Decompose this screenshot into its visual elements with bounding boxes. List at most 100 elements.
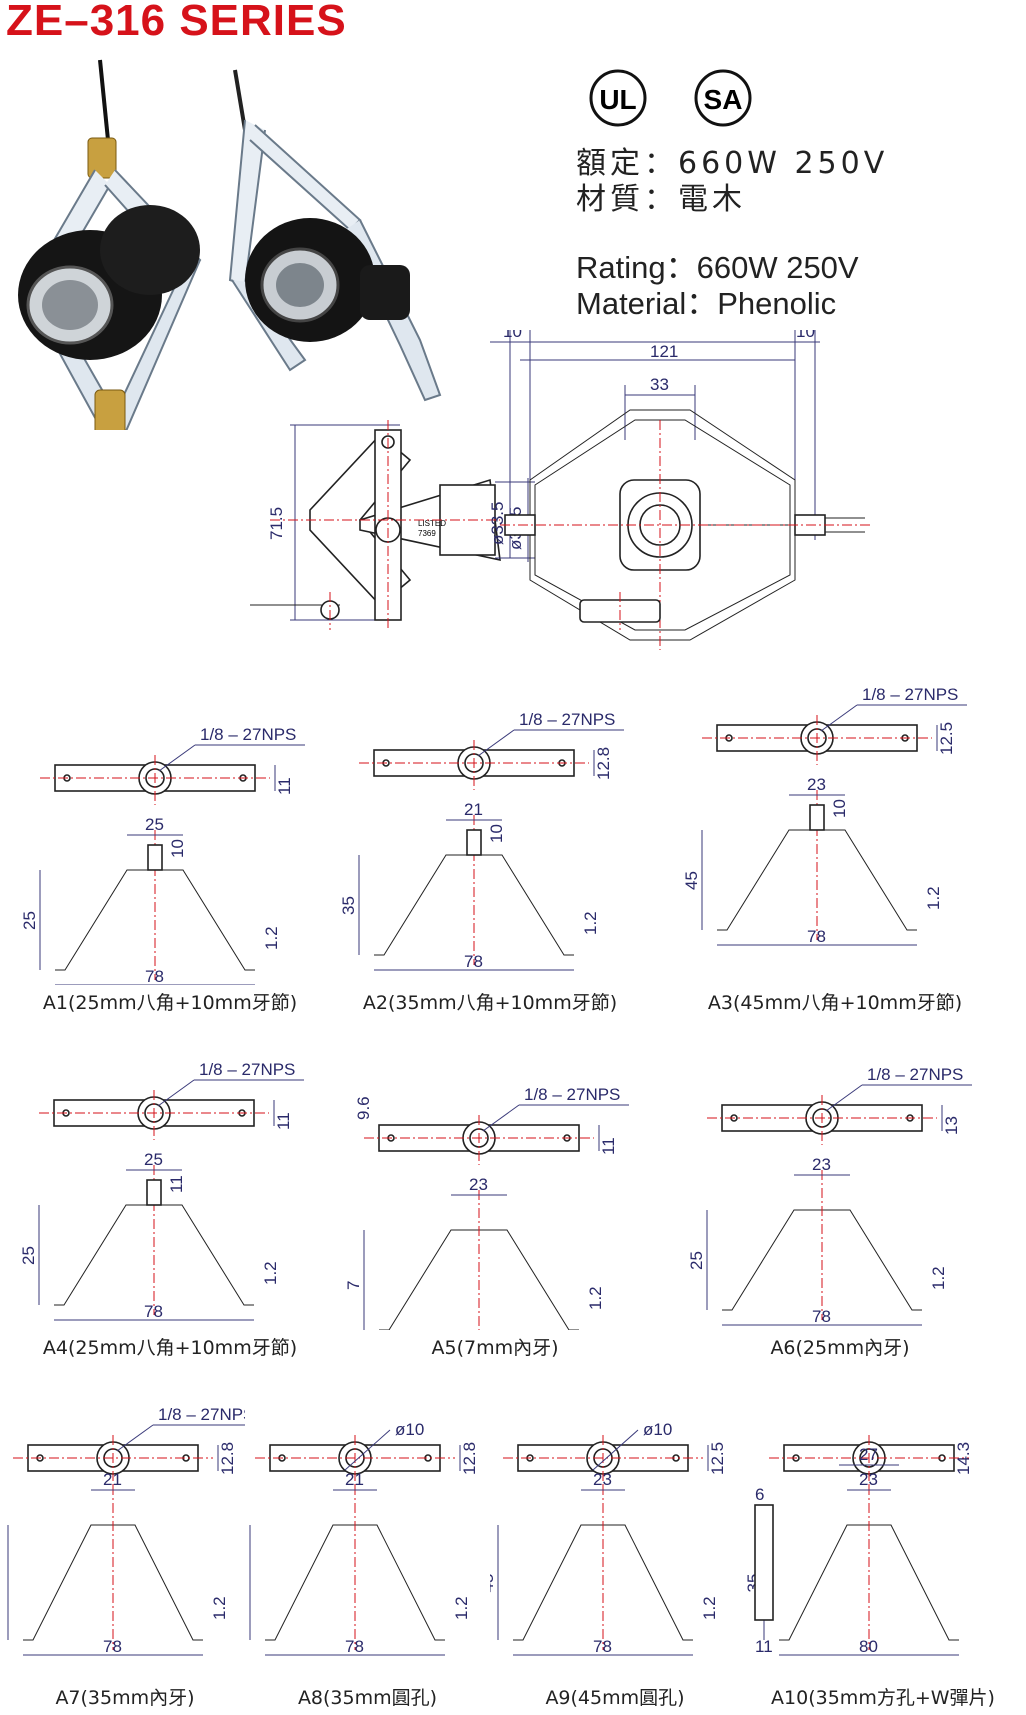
dim-height-a7: 35: [5, 1574, 7, 1593]
dim-nipple-a1: 10: [168, 839, 187, 858]
thread-label-a6: 1/8 – 27NPS: [867, 1065, 963, 1084]
series-title: ZE–316 SERIES: [6, 0, 347, 45]
dim-thick-a7: 1.2: [210, 1596, 229, 1620]
hole-label-a8: ø10: [395, 1420, 424, 1439]
dim-thick-a3: 1.2: [924, 886, 943, 910]
thread-label-a5: 1/8 – 27NPS: [524, 1085, 620, 1104]
dim-height-a4: 25: [19, 1246, 38, 1265]
dim-height-a9: 45: [490, 1574, 497, 1593]
dim-top-a6: 23: [812, 1155, 831, 1174]
socket-photo-left: [18, 59, 202, 430]
thread-label-a7: 1/8 – 27NPS: [158, 1405, 245, 1424]
dim-plate-a2: 12.8: [594, 747, 613, 780]
caption-a3: A3(45mm八角+10mm牙節): [707, 992, 963, 1014]
caption-a7: A7(35mm內牙): [55, 1687, 195, 1709]
dim-thick-a8: 1.2: [452, 1596, 471, 1620]
svg-text:10: 10: [796, 330, 815, 341]
dim-spring-a10: 14.3: [954, 1442, 973, 1475]
svg-text:7369: 7369: [418, 529, 436, 538]
dim-plate-a9: 12.5: [708, 1442, 727, 1475]
thread-label-a2: 1/8 – 27NPS: [519, 710, 615, 729]
caption-a5: A5(7mm內牙): [431, 1337, 559, 1359]
material-en: Material：Phenolic: [576, 286, 837, 321]
svg-text:33: 33: [650, 375, 669, 394]
dim-height-a8: 35: [245, 1574, 249, 1593]
rating-cn: 額定：660W 250V: [576, 146, 889, 181]
rating-en: Rating：660W 250V: [576, 250, 859, 285]
ul-logo-icon: [589, 69, 647, 127]
caption-a10: A10(35mm方孔+W彈片): [771, 1687, 995, 1709]
dim-plate-a5: 11: [599, 1137, 618, 1155]
dim-top-a4: 25: [144, 1150, 163, 1169]
dim-top2-a10: 27: [859, 1445, 878, 1464]
caption-a1: A1(25mm八角+10mm牙節): [42, 992, 298, 1014]
dim-top-a7: 21: [103, 1470, 122, 1489]
variant-drawing-a5: 11 1/8 – 27NPS 23 80 7 1.2 9.6: [344, 1085, 629, 1346]
dim-thick-a1: 1.2: [262, 926, 281, 950]
dim-side-height: 71.5: [267, 507, 286, 540]
dim-base-a4: 78: [144, 1302, 163, 1321]
caption-a6: A6(25mm內牙): [770, 1337, 910, 1359]
dim-top-a1: 25: [145, 815, 164, 834]
dim-top-a2: 21: [464, 800, 483, 819]
dim-base-a6: 78: [812, 1307, 831, 1326]
caption-a8: A8(35mm圓孔): [297, 1687, 438, 1709]
dim-top-a9: 23: [593, 1470, 612, 1489]
csa-text: SA: [704, 84, 743, 115]
thread-label-a3: 1/8 – 27NPS: [862, 685, 958, 704]
dim-thick-a9: 1.2: [700, 1596, 719, 1620]
dim-side-b-a10: 11: [755, 1637, 773, 1656]
front-view: 10 121 10 33: [490, 330, 870, 650]
dim-plate-a7: 12.8: [218, 1442, 237, 1475]
dim-base-a10: 80: [859, 1637, 878, 1656]
dim-side-w-a10: 6: [755, 1485, 764, 1504]
dim-base-a8: 78: [345, 1637, 364, 1656]
dim-base-a3: 78: [807, 927, 826, 946]
svg-text:121: 121: [650, 342, 678, 361]
dim-plate-a3: 12.5: [937, 722, 956, 755]
dim-plate-a1: 11: [275, 777, 294, 795]
thread-label-a4: 1/8 – 27NPS: [199, 1060, 295, 1079]
dim-base-a9: 78: [593, 1637, 612, 1656]
main-drawing: 71.5 LISTED 7369 ø33.5 ø37.5 10 121 10 3…: [250, 330, 870, 650]
product-photo: [18, 59, 442, 430]
dim-nipple-a4: 11: [167, 1175, 186, 1193]
dim-top-a3: 23: [807, 775, 826, 794]
dim-height-a5: 7: [344, 1281, 363, 1290]
dim-ear-a5: 9.6: [354, 1096, 373, 1120]
dim-base-a5: 80: [469, 1327, 488, 1330]
dim-thick-a5: 1.2: [586, 1286, 605, 1310]
caption-a2: A2(35mm八角+10mm牙節): [362, 992, 618, 1014]
dim-height-a1: 25: [20, 911, 39, 930]
caption-a4: A4(25mm八角+10mm牙節): [42, 1337, 298, 1359]
svg-text:LISTED: LISTED: [418, 519, 446, 528]
variant-a5: 11 1/8 – 27NPS 23 80 7 1.2 9.6A5(7mm內牙): [330, 1080, 660, 1365]
dim-top-a5: 23: [469, 1175, 488, 1194]
csa-logo-icon: [694, 69, 752, 127]
dim-base-a1: 78: [145, 967, 164, 985]
dim-nipple-a3: 10: [830, 799, 849, 818]
dim-height-a3: 45: [682, 871, 701, 890]
side-view: 71.5 LISTED 7369 ø33.5 ø37.5: [267, 420, 535, 630]
svg-text:ø33.5: ø33.5: [488, 502, 507, 545]
dim-top-a8: 21: [345, 1470, 364, 1489]
dim-top-a10: 23: [859, 1470, 878, 1489]
thread-label-a1: 1/8 – 27NPS: [200, 725, 296, 744]
dim-thick-a6: 1.2: [929, 1266, 948, 1290]
cert-logos: UL SA: [589, 69, 752, 127]
dim-plate-a8: 12.8: [460, 1442, 479, 1475]
dim-plate-a4: 11: [274, 1112, 293, 1130]
